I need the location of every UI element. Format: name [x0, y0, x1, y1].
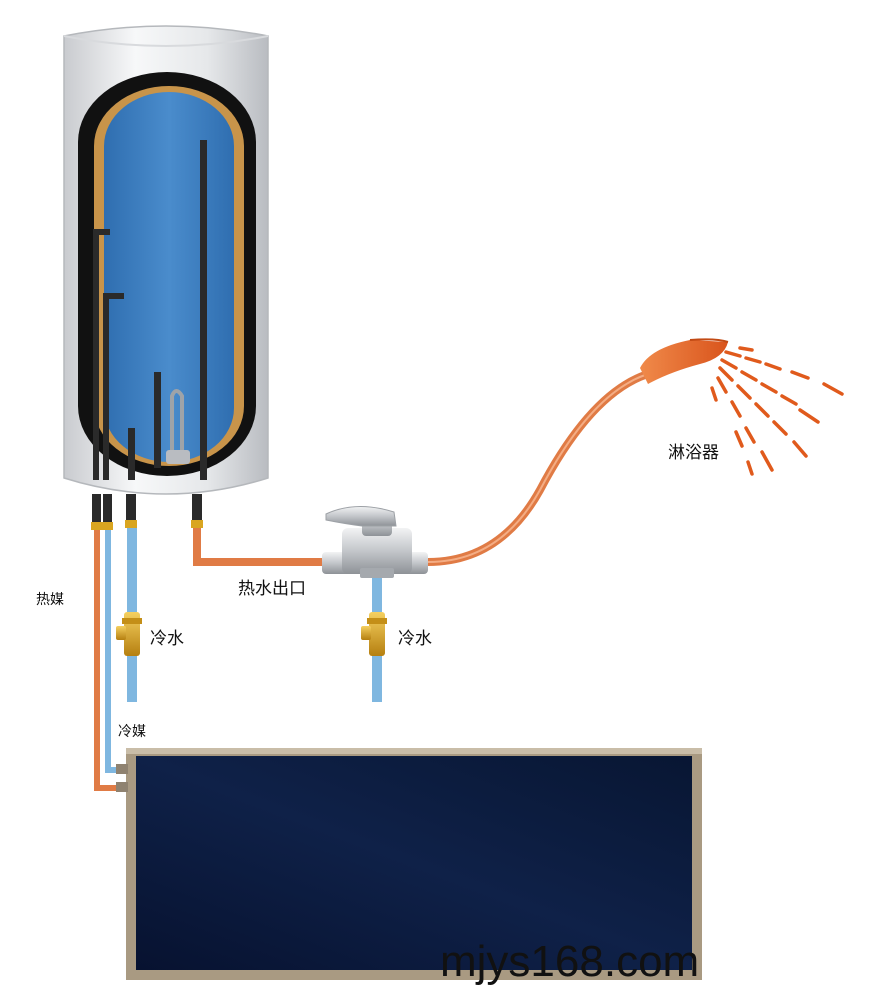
shower-hose-highlight [427, 374, 646, 563]
label-cold-medium: 冷媒 [118, 724, 146, 740]
label-cold-water-right: 冷水 [398, 629, 432, 649]
heating-element [170, 389, 184, 452]
collector-outlet-fitting [116, 782, 128, 792]
collector-inlet-fitting [116, 764, 128, 774]
label-hot-water-outlet: 热水出口 [238, 579, 306, 599]
watermark: mjys168.com [440, 937, 699, 986]
cold-inlet-pipe [128, 428, 135, 480]
coil-pipe-lower [103, 293, 124, 480]
label-shower: 淋浴器 [668, 443, 719, 463]
tank-top-rim [63, 35, 269, 47]
shower-head [640, 338, 729, 384]
hot-water-outlet-pipe [193, 528, 335, 566]
collector-panel [136, 756, 692, 970]
shower-hose [427, 371, 647, 566]
cold-water-valve-left [116, 612, 142, 656]
tank-water [104, 92, 234, 462]
tank-bottom-fittings [91, 494, 203, 530]
tank-outlet-pipe [200, 140, 207, 480]
sensor-rod [154, 372, 161, 468]
heat-medium-pipe [94, 530, 124, 791]
shower-spray [710, 346, 844, 476]
solar-collector [116, 748, 702, 980]
heating-element-base [166, 450, 190, 464]
label-heat-medium: 热媒 [36, 592, 64, 608]
coil-pipe-upper [93, 229, 110, 480]
water-tank [63, 25, 269, 495]
label-cold-water-left: 冷水 [150, 629, 184, 649]
cold-water-valve-right [361, 612, 387, 656]
mixing-faucet [322, 505, 428, 578]
